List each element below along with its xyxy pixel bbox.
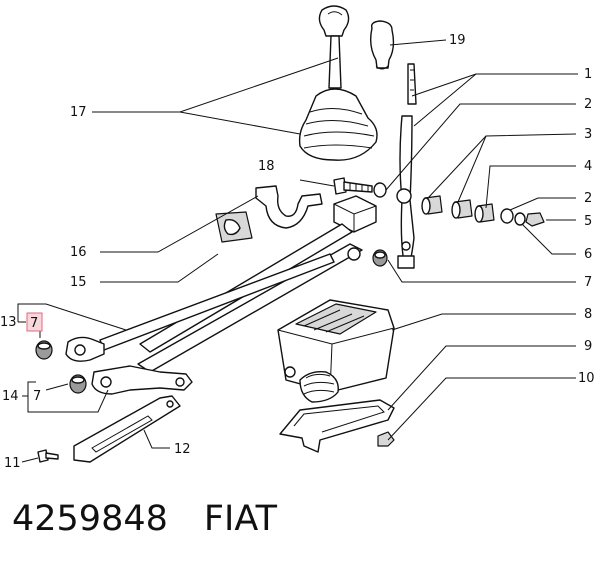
- rubber-bush-15: [215, 211, 253, 243]
- exploded-parts-diagram: 19 17 1 2 3 4 18 2 5 16 6 15 7 8 13 7 9 …: [0, 5, 595, 471]
- washer-2b: [500, 208, 514, 224]
- callout-17: 17: [70, 105, 87, 120]
- callout-2-mid: 2: [584, 191, 592, 206]
- callout-9: 9: [584, 339, 592, 354]
- callout-5: 5: [584, 214, 592, 229]
- callout-7-highlighted: 7: [30, 316, 38, 331]
- callout-13: 13: [0, 315, 17, 330]
- callout-11: 11: [4, 456, 21, 471]
- callout-labels: 19 17 1 2 3 4 18 2 5 16 6 15 7 8 13 7 9 …: [0, 33, 595, 471]
- callout-4: 4: [584, 159, 592, 174]
- lever-rod: [396, 63, 417, 269]
- bolt-18: [333, 177, 373, 195]
- rubber-bush-7c: [372, 249, 388, 267]
- link-rod-13: [65, 253, 335, 362]
- gear-lever-boot: [298, 5, 378, 161]
- bushings-3: [421, 195, 473, 219]
- slotted-plate-12: [73, 395, 181, 463]
- lever-14: [91, 365, 193, 395]
- callout-18: 18: [258, 159, 275, 174]
- callout-7-lower: 7: [33, 389, 41, 404]
- callout-8: 8: [584, 307, 592, 322]
- bracket-16: [255, 185, 323, 229]
- rubber-bush-7b: [69, 374, 87, 394]
- callout-10: 10: [578, 371, 595, 386]
- callout-3: 3: [584, 127, 592, 142]
- washer-6: [514, 212, 526, 226]
- washer-2: [373, 182, 387, 198]
- bushing-4: [474, 203, 495, 223]
- callout-12: 12: [174, 442, 191, 457]
- gasket-9: [279, 399, 395, 453]
- leader-lines: [17, 39, 578, 463]
- callout-7-right: 7: [584, 275, 592, 290]
- nut-10: [377, 431, 395, 447]
- rubber-bush-7a: [35, 340, 53, 360]
- callout-14: 14: [2, 389, 19, 404]
- callout-15: 15: [70, 275, 87, 290]
- callout-6: 6: [584, 247, 592, 262]
- gear-knob: [369, 20, 395, 70]
- bolt-11: [37, 449, 59, 463]
- part-number: 4259848: [12, 499, 168, 539]
- callout-1: 1: [584, 67, 592, 82]
- nut-5: [525, 212, 545, 227]
- callout-16: 16: [70, 245, 87, 260]
- callout-19: 19: [449, 33, 466, 48]
- brand-name: FIAT: [203, 499, 277, 539]
- housing-8: [277, 299, 395, 403]
- part-caption: 4259848 FIAT: [12, 493, 572, 545]
- callout-2-top: 2: [584, 97, 592, 112]
